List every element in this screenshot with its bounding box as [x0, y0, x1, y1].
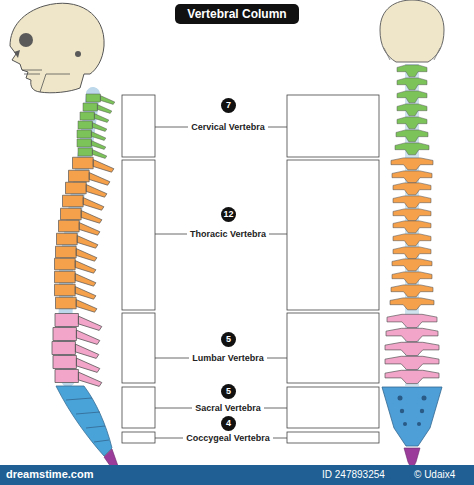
jaw-line: [22, 70, 70, 92]
vertebra: [392, 259, 432, 271]
vertebra: [393, 221, 431, 233]
vertebra: [391, 285, 433, 297]
blank-box: [122, 313, 155, 383]
blank-box: [122, 160, 155, 310]
vertebra-group: 7Cervical Vertebra: [163, 98, 293, 136]
image-id: ID 247893254: [322, 469, 385, 480]
footer-bar: [0, 465, 474, 485]
vertebra: [55, 370, 102, 387]
author-credit: © Udaix4: [414, 469, 455, 480]
count-circle: 5: [221, 384, 236, 399]
region-name: Thoracic Vertebra: [163, 229, 293, 240]
skull-outline: [380, 0, 444, 62]
blank-box: [122, 387, 155, 428]
vertebra: [391, 158, 433, 170]
lateral-skull: [10, 3, 104, 93]
vertebra: [393, 247, 431, 259]
mandible-edge: [384, 48, 440, 60]
vertebra: [393, 196, 431, 208]
vertebra: [386, 328, 438, 341]
region-name-text: Thoracic Vertebra: [187, 229, 269, 239]
vertebra-group: 4Coccygeal Vertebra: [163, 416, 293, 447]
vertebra: [387, 314, 437, 327]
vertebra: [397, 104, 427, 116]
count-circle: 5: [221, 332, 236, 347]
posterior-sacrum: [382, 387, 442, 446]
vertebra: [56, 297, 97, 312]
watermark: dreamstime.com: [6, 468, 93, 480]
lateral-thoracic: [55, 157, 114, 312]
vertebra: [392, 272, 432, 284]
foramen: [400, 409, 404, 413]
title-text: Vertebral Column: [175, 4, 298, 24]
blank-box: [287, 432, 379, 443]
blank-box: [122, 95, 155, 157]
vertebra: [385, 342, 439, 355]
eye-socket: [19, 33, 33, 47]
region-name: Sacral Vertebra: [163, 403, 293, 414]
count-circle: 4: [221, 416, 236, 431]
count-circle: 7: [221, 98, 236, 113]
vertebra: [78, 148, 107, 158]
blank-box: [122, 432, 155, 443]
posterior-cervical: [395, 65, 429, 155]
vertebra: [393, 183, 431, 195]
nasal-cavity: [14, 50, 20, 58]
lateral-lumbar: [52, 314, 102, 387]
label-boxes: [122, 95, 379, 443]
vertebra-group: 5Lumbar Vertebra: [163, 332, 293, 367]
foramen: [417, 422, 421, 426]
region-name: Coccygeal Vertebra: [163, 433, 293, 444]
vertebra: [392, 171, 432, 183]
vertebra: [393, 234, 431, 246]
sacral-foramina: [398, 396, 427, 427]
ear-hole: [75, 51, 81, 57]
blank-box: [287, 387, 379, 428]
leader-lines: [155, 127, 287, 438]
foramen: [398, 396, 403, 401]
vertebra: [397, 78, 427, 90]
vertebra-group: 5Sacral Vertebra: [163, 384, 293, 417]
vertebra: [397, 117, 427, 129]
region-name-text: Cervical Vertebra: [188, 122, 268, 132]
vertebra-group: 12Thoracic Vertebra: [163, 207, 293, 243]
foramen: [403, 422, 407, 426]
vertebra: [396, 130, 428, 142]
foramen: [422, 396, 427, 401]
skull-outline: [10, 3, 104, 93]
region-name: Lumbar Vertebra: [163, 353, 293, 364]
vertebra: [395, 143, 429, 155]
vertebra: [385, 356, 439, 369]
region-name-text: Sacral Vertebra: [192, 403, 264, 413]
blank-box: [287, 160, 379, 310]
count-circle: 12: [221, 207, 236, 222]
vertebra: [385, 370, 439, 383]
vertebra: [397, 65, 427, 77]
vertebra: [397, 91, 427, 103]
vertebra: [393, 209, 431, 221]
lateral-sacrum: [56, 386, 112, 456]
title-box: Vertebral Column: [0, 4, 474, 24]
blank-box: [287, 313, 379, 383]
region-name-text: Coccygeal Vertebra: [183, 433, 273, 443]
foramen: [420, 409, 424, 413]
posterior-lumbar: [385, 314, 439, 383]
region-name: Cervical Vertebra: [163, 122, 293, 133]
region-name-text: Lumbar Vertebra: [189, 353, 267, 363]
posterior-thoracic: [390, 158, 434, 310]
posterior-skull: [380, 0, 444, 62]
sacrum-segments: [66, 398, 109, 442]
blank-box: [287, 95, 379, 157]
vertebra: [390, 298, 434, 310]
lateral-cervical: [77, 94, 115, 158]
